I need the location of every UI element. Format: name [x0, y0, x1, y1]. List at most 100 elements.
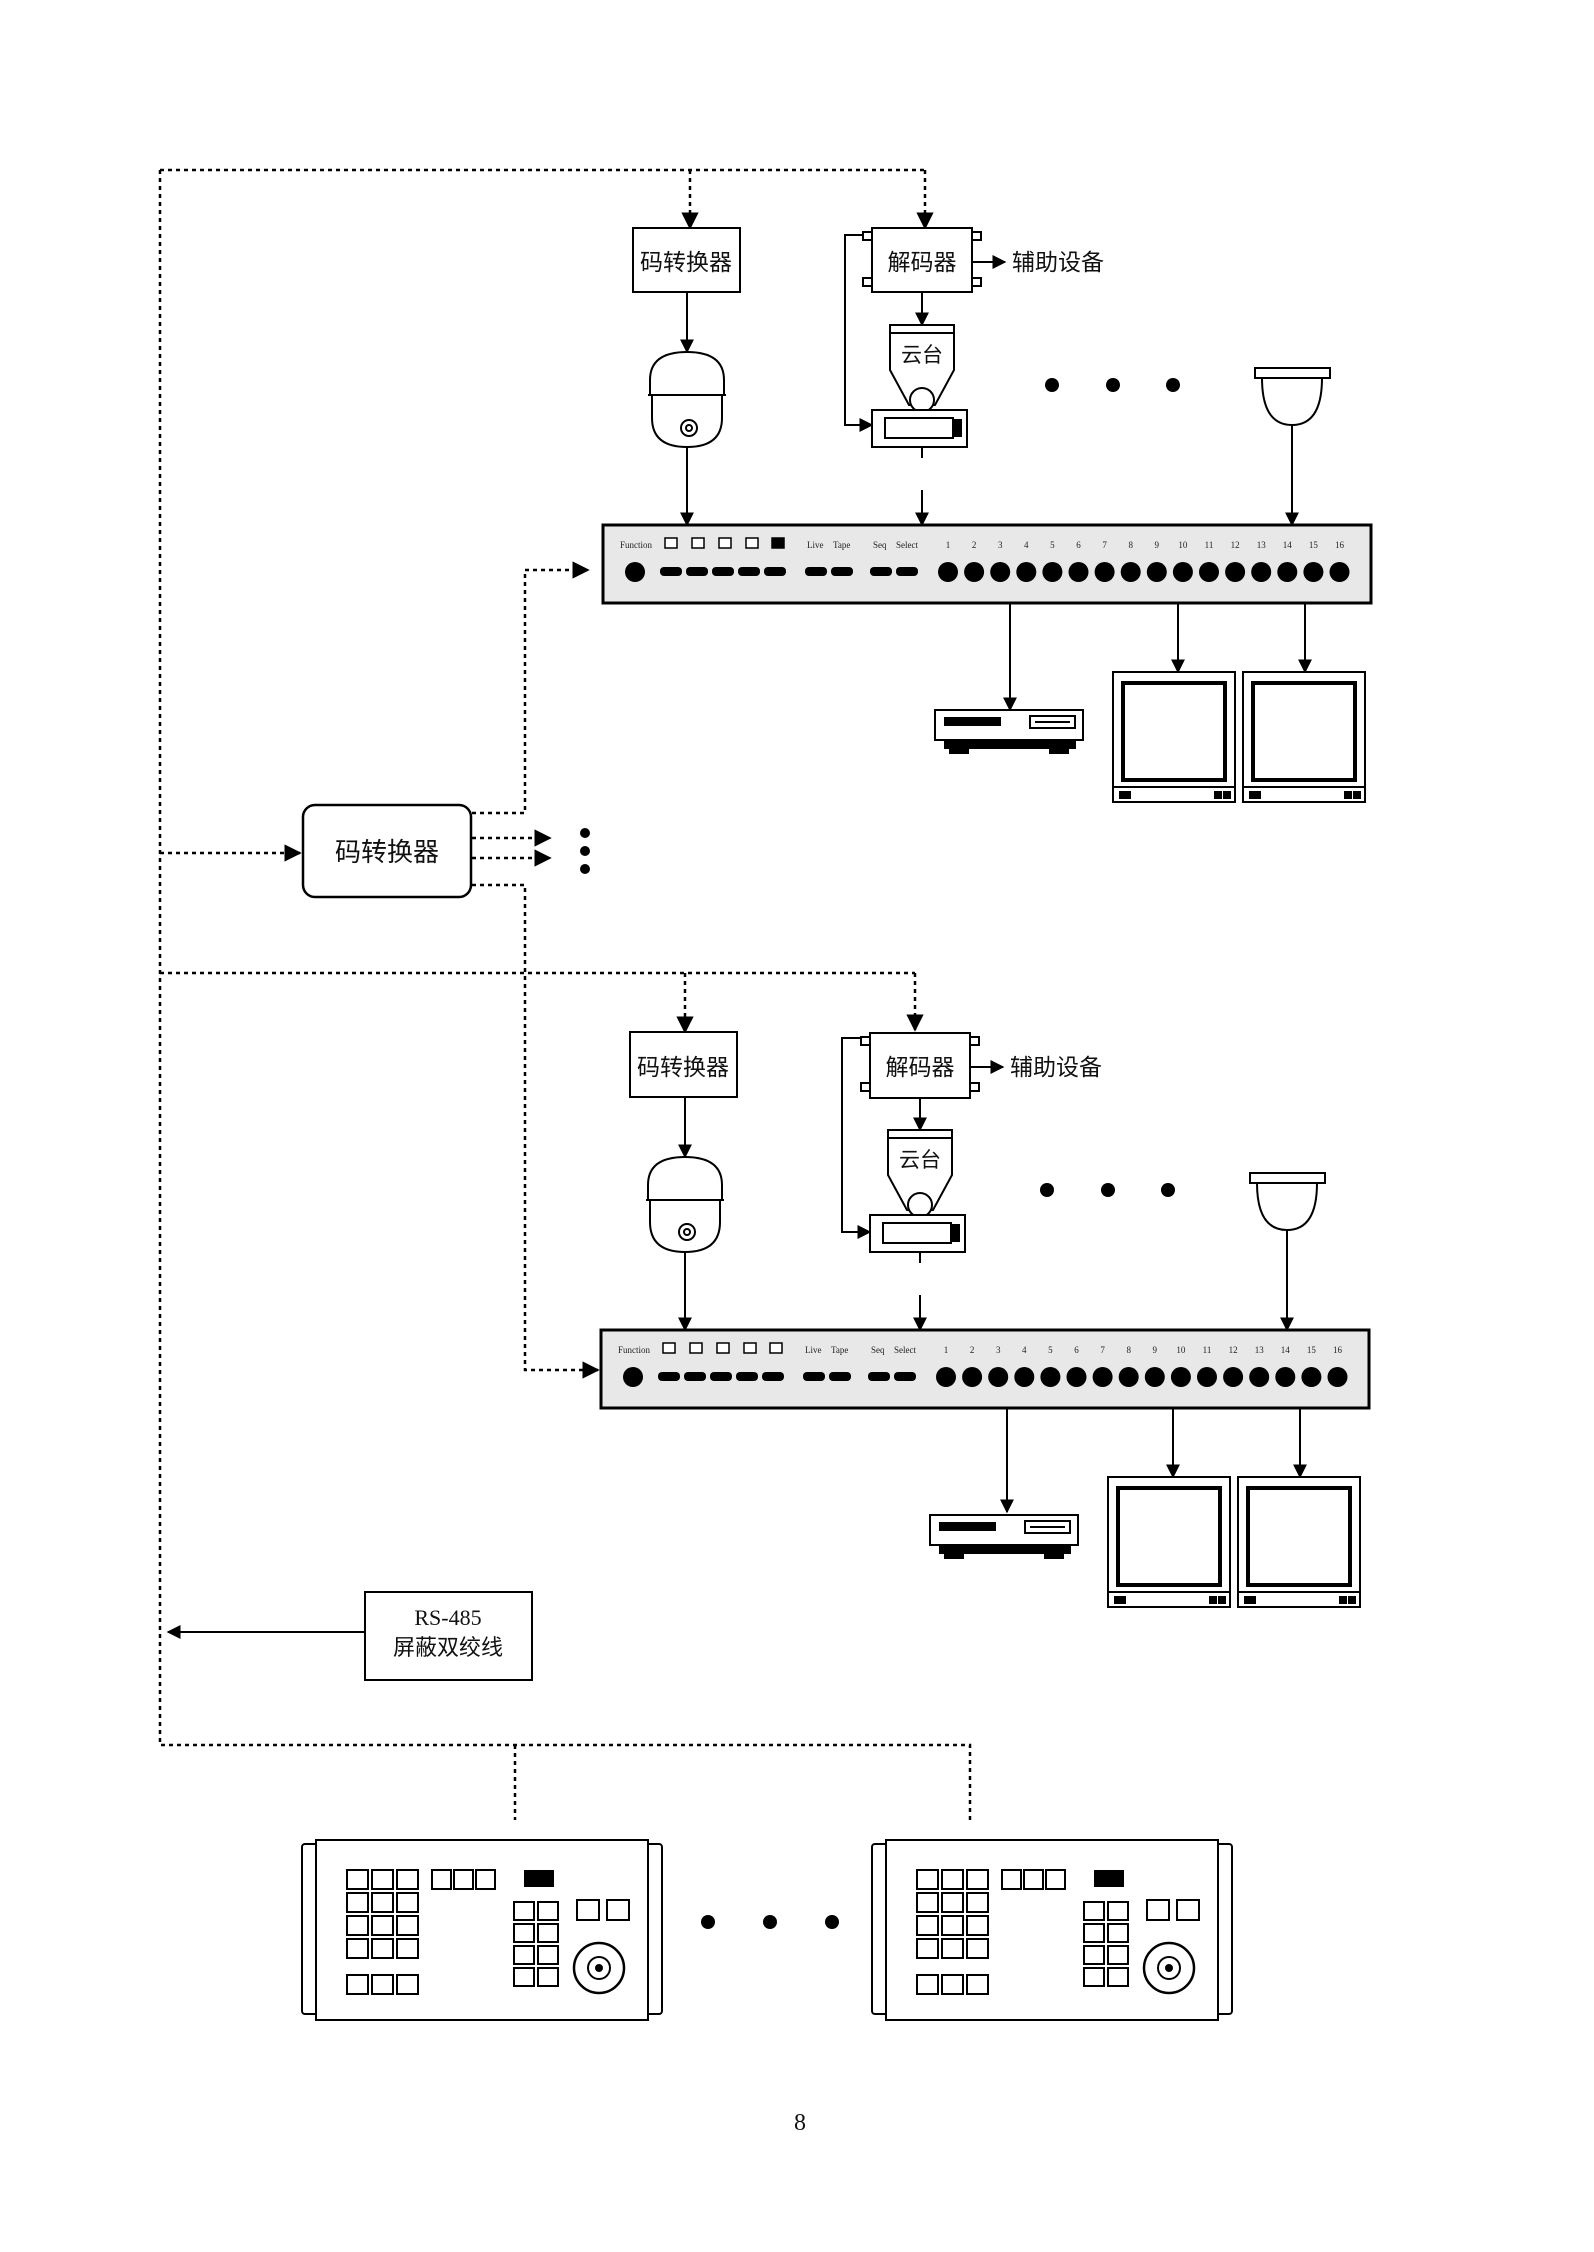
- channel-number-label: 8: [1126, 1345, 1131, 1355]
- ptz-camera-icon: 云台: [869, 1129, 966, 1253]
- channel-number-label: 15: [1307, 1345, 1317, 1355]
- panel-buttons: [623, 1367, 916, 1387]
- channel-button: [938, 562, 958, 582]
- channel-button: [1172, 562, 1193, 582]
- ceiling-dome-camera-icon: [1254, 367, 1331, 427]
- channel-number-label: 1: [944, 1345, 949, 1355]
- channel-number-label: 3: [996, 1345, 1001, 1355]
- channel-button: [1144, 1367, 1165, 1387]
- monitor-icon: [1112, 671, 1236, 803]
- more-cameras-dots: [1040, 1183, 1175, 1197]
- control-keyboard-icon: [301, 1839, 663, 2021]
- decoder-label: 解码器: [888, 250, 957, 276]
- channel-number-label: 13: [1255, 1345, 1265, 1355]
- channel-button: [1223, 1367, 1244, 1387]
- channel-number-label: 14: [1283, 540, 1293, 550]
- dome-camera-icon: [648, 350, 726, 449]
- panel-buttons: [625, 562, 918, 582]
- panel-mode-icons: [662, 1342, 783, 1354]
- ceiling-dome-camera-icon: [1249, 1172, 1326, 1232]
- channel-number-label: 16: [1333, 1345, 1343, 1355]
- channel-number-label: 2: [972, 540, 977, 550]
- channel-number-label: 2: [970, 1345, 975, 1355]
- rs485-line1: RS-485: [414, 1605, 481, 1630]
- control-keyboard-icon: [871, 1839, 1233, 2021]
- channel-button: [962, 1367, 983, 1387]
- code-converter-box: 码转换器: [629, 1031, 738, 1098]
- monitor-icon: [1107, 1476, 1231, 1608]
- channel-number-label: 5: [1050, 540, 1055, 550]
- channel-button: [964, 562, 985, 582]
- aux-equipment-label: 辅助设备: [1012, 250, 1104, 276]
- function-label: Function: [620, 540, 653, 550]
- ptz-camera-icon: 云台: [871, 324, 968, 448]
- channel-button: [1042, 562, 1063, 582]
- rs485-line2: 屏蔽双绞线: [393, 1636, 503, 1661]
- page-number: 8: [794, 2110, 806, 2136]
- panel-mode-icons: [664, 537, 785, 549]
- channel-button: [1277, 562, 1298, 582]
- seq-label: Seq: [873, 540, 887, 550]
- decoder-box: 解码器: [862, 227, 982, 293]
- monitor-icon: [1237, 1476, 1361, 1608]
- channel-button: [1199, 562, 1219, 582]
- channel-number-label: 3: [998, 540, 1003, 550]
- channel-button: [1016, 562, 1037, 582]
- live-label: Live: [807, 540, 824, 550]
- upper-camera-group: 码转换器 解码器 辅助设备 云台: [601, 227, 1373, 803]
- channel-number-label: 11: [1205, 540, 1214, 550]
- channel-button: [1066, 1367, 1087, 1387]
- lower-camera-group: 码转换器 解码器 辅助设备 云台: [599, 1031, 1371, 1608]
- rs485-cable-label: RS-485 屏蔽双绞线: [364, 1591, 533, 1681]
- channel-number-label: 12: [1231, 540, 1240, 550]
- more-branches-dots: [580, 828, 590, 874]
- rs485-bus-lines: [158, 168, 972, 1820]
- channel-number-label: 12: [1229, 1345, 1238, 1355]
- monitor-icon: [1242, 671, 1366, 803]
- channel-button: [1303, 562, 1324, 582]
- tape-label: Tape: [833, 540, 850, 550]
- channel-number-label: 13: [1257, 540, 1267, 550]
- channel-button: [1120, 562, 1141, 582]
- channel-button: [1251, 562, 1272, 582]
- code-converter-box: 码转换器: [632, 227, 741, 293]
- channel-number-label: 6: [1076, 540, 1081, 550]
- aux-equipment-label: 辅助设备: [1010, 1055, 1102, 1081]
- vcr-recorder-icon: [934, 709, 1084, 754]
- central-code-converter: 码转换器: [301, 803, 473, 899]
- channel-number-label: 4: [1022, 1345, 1027, 1355]
- code-converter-label: 码转换器: [637, 1055, 729, 1081]
- channel-number-label: 11: [1203, 1345, 1212, 1355]
- more-cameras-dots: [1045, 378, 1180, 392]
- channel-button: [1094, 562, 1115, 582]
- channel-button: [1146, 562, 1167, 582]
- central-converter-label: 码转换器: [335, 838, 439, 868]
- channel-button: [1329, 562, 1350, 582]
- more-keyboards-dots: [701, 1915, 839, 1929]
- channel-button: [936, 1367, 956, 1387]
- channel-button: [1068, 562, 1089, 582]
- channel-button: [990, 562, 1011, 582]
- select-label: Select: [894, 1345, 916, 1355]
- channel-button: [1225, 562, 1246, 582]
- channel-button: [1092, 1367, 1113, 1387]
- channel-number-label: 9: [1155, 540, 1160, 550]
- channel-number-label: 10: [1176, 1345, 1186, 1355]
- select-label: Select: [896, 540, 918, 550]
- channel-button: [1301, 1367, 1322, 1387]
- channel-button: [1170, 1367, 1191, 1387]
- video-signal-lines: [166, 234, 1312, 1639]
- channel-number-label: 8: [1128, 540, 1133, 550]
- channel-number-label: 15: [1309, 540, 1319, 550]
- vcr-recorder-icon: [929, 1514, 1079, 1559]
- channel-number-label: 7: [1102, 540, 1107, 550]
- decoder-label: 解码器: [886, 1055, 955, 1081]
- channel-number-label: 1: [946, 540, 951, 550]
- channel-button: [988, 1367, 1009, 1387]
- decoder-box: 解码器: [860, 1032, 980, 1099]
